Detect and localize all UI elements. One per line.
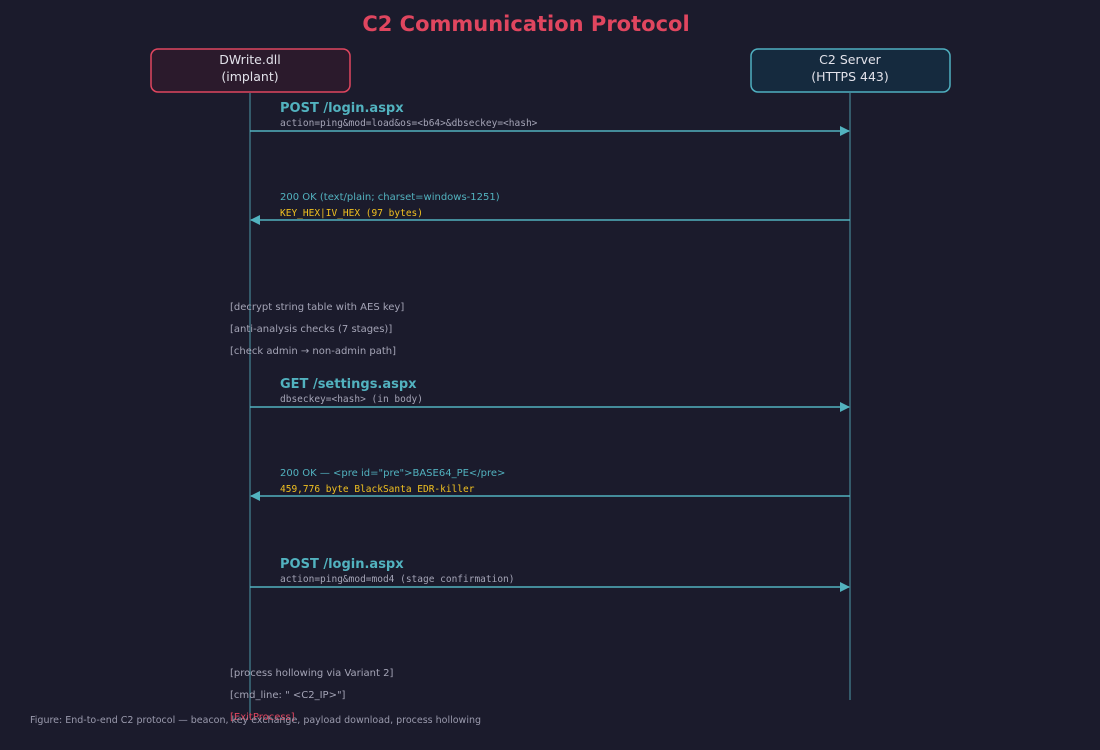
beacon-label: POST /login.aspx [280, 101, 404, 116]
note-decrypt: [decrypt string table with AES key] [230, 302, 404, 313]
note-cmd-line: [cmd_line: " <C2_IP>"] [230, 690, 346, 701]
note-hollowing: [process hollowing via Variant 2] [230, 668, 393, 679]
diagram-title: C2 Communication Protocol [362, 12, 689, 36]
message-key-response: 200 OK (text/plain; charset=windows-1251… [250, 192, 850, 225]
note-exit-process: [ExitProcess] [230, 712, 295, 723]
key-response-detail: KEY_HEX|IV_HEX (97 bytes) [280, 208, 423, 219]
server-actor-name: C2 Server [819, 52, 882, 67]
figure-caption: Figure: End-to-end C2 protocol — beacon,… [30, 715, 482, 726]
message-settings-request: GET /settings.aspx dbseckey=<hash> (in b… [250, 377, 850, 412]
implant-actor: DWrite.dll (implant) [150, 48, 351, 93]
settings-request-label: GET /settings.aspx [280, 377, 417, 392]
server-actor-box [750, 48, 951, 93]
payload-response-detail: 459,776 byte BlackSanta EDR-killer [280, 484, 475, 495]
confirmation-detail: action=ping&mod=mod4 (stage confirmation… [280, 574, 515, 585]
key-response-label: 200 OK (text/plain; charset=windows-1251… [280, 192, 500, 203]
message-confirmation: POST /login.aspx action=ping&mod=mod4 (s… [250, 557, 850, 592]
implant-actor-role: (implant) [221, 69, 278, 84]
implant-actor-box [150, 48, 351, 93]
message-payload-response: 200 OK — <pre id="pre">BASE64_PE</pre> 4… [250, 468, 850, 501]
beacon-detail: action=ping&mod=load&os=<b64>&dbseckey=<… [280, 118, 538, 129]
message-beacon: POST /login.aspx action=ping&mod=load&os… [250, 101, 850, 136]
note-admin-check: [check admin → non-admin path] [230, 346, 396, 357]
implant-actor-name: DWrite.dll [219, 52, 280, 67]
payload-response-label: 200 OK — <pre id="pre">BASE64_PE</pre> [280, 468, 505, 479]
server-actor: C2 Server (HTTPS 443) [750, 48, 951, 93]
confirmation-label: POST /login.aspx [280, 557, 404, 572]
server-actor-role: (HTTPS 443) [811, 69, 889, 84]
note-anti-analysis: [anti-analysis checks (7 stages)] [230, 324, 392, 335]
settings-request-detail: dbseckey=<hash> (in body) [280, 394, 423, 405]
